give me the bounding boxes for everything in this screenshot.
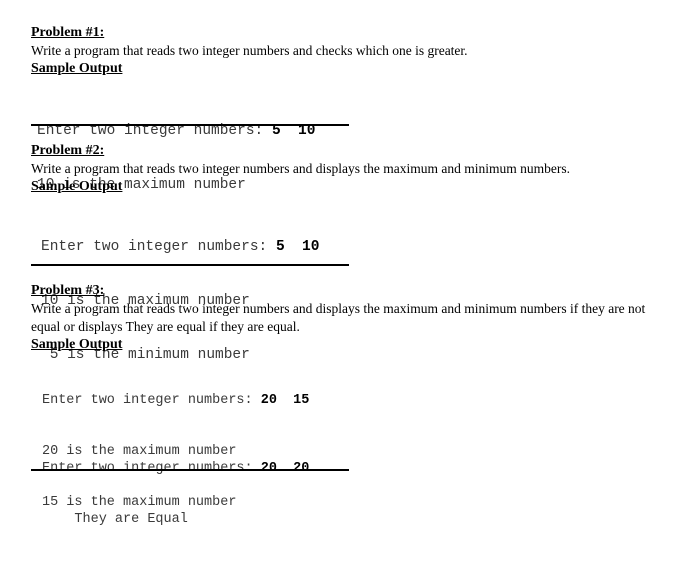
input-values: 5 10 (271, 123, 316, 139)
output-line: They are Equal (42, 512, 188, 527)
problem-1: Problem #1: Write a program that reads t… (31, 24, 468, 193)
prompt-text: Enter two integer numbers: (42, 393, 261, 408)
problem-heading: Problem #3: (31, 283, 105, 298)
divider-rule (31, 124, 349, 126)
sample-output-heading: Sample Output (31, 179, 123, 194)
divider-rule (31, 469, 349, 471)
problem-3: Problem #3: Write a program that reads t… (31, 282, 656, 527)
divider-rule (31, 264, 349, 266)
prompt-text: Enter two integer numbers: (37, 123, 272, 139)
problem-description: Write a program that reads two integer n… (31, 43, 468, 58)
output-line: 10 is the maximum number (41, 293, 250, 309)
sample-output-block: Enter two integer numbers: 5 10 10 is th… (37, 86, 315, 230)
prompt-text: Enter two integer numbers: (42, 461, 261, 476)
problem-description: Write a program that reads two integer n… (31, 161, 570, 176)
prompt-line: Enter two integer numbers: 5 10 (37, 122, 315, 140)
input-values: 20 15 (260, 393, 310, 408)
output-line: 20 is the maximum number (42, 444, 237, 459)
problem-2: Problem #2: Write a program that reads t… (31, 142, 570, 363)
prompt-line: Enter two integer numbers: 20 20 (42, 460, 309, 477)
prompt-line: Enter two integer numbers: 20 15 (42, 392, 309, 409)
input-values: 5 10 (275, 239, 320, 255)
output-line: 5 is the minimum number (41, 347, 250, 363)
output-line: 10 is the maximum number (37, 177, 246, 193)
sample-output-heading: Sample Output (31, 61, 123, 76)
prompt-text: Enter two integer numbers: (41, 239, 276, 255)
sample-output-block: Enter two integer numbers: 5 10 10 is th… (41, 202, 319, 400)
sample-output-block-2: Enter two integer numbers: 20 20 They ar… (42, 426, 309, 562)
problem-heading: Problem #1: (31, 25, 105, 40)
prompt-line: Enter two integer numbers: 5 10 (41, 238, 319, 256)
sample-output-heading: Sample Output (31, 337, 123, 352)
input-values: 20 20 (260, 461, 310, 476)
problem-heading: Problem #2: (31, 143, 105, 158)
problem-description: Write a program that reads two integer n… (31, 301, 646, 334)
